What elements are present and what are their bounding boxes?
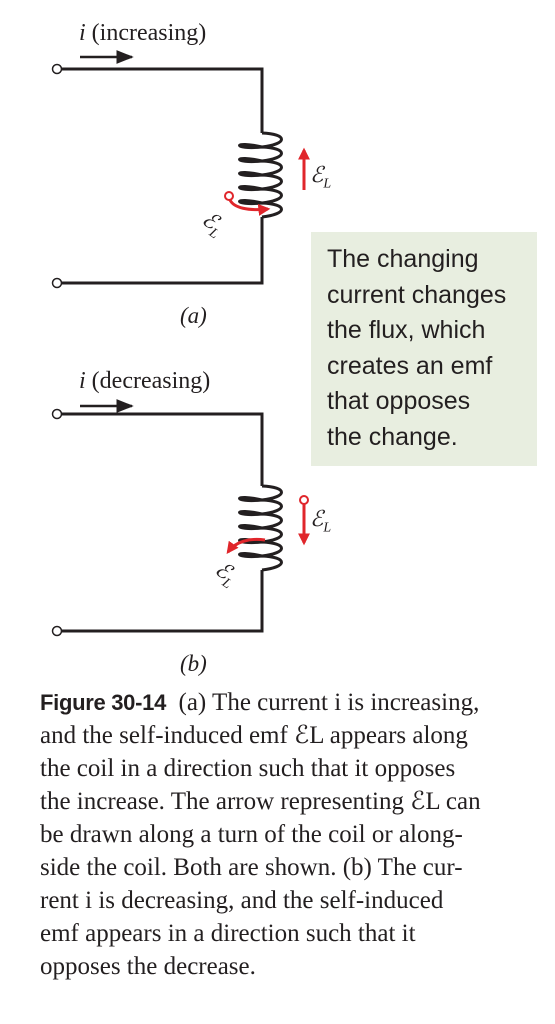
terminal-top-b: [51, 408, 63, 420]
emf-arrow-turn-tail-a: [224, 191, 234, 201]
emf-arrow-turn-b: [226, 537, 266, 554]
wire-bottom-b: [61, 570, 264, 633]
circuit-a: [51, 50, 310, 289]
callout-line: that opposes: [327, 387, 471, 415]
terminal-bottom-a: [51, 277, 63, 289]
current-label-a: i (increasing): [79, 20, 206, 47]
wire-top-b: [61, 412, 264, 486]
emf-subscript: L: [323, 520, 332, 536]
emf-arrow-turn-a: [228, 199, 271, 216]
caption-line: be drawn along a turn of the coil or alo…: [40, 821, 463, 848]
current-text-b: (decreasing): [91, 368, 211, 394]
caption-line: emf appears in a direction such that it: [40, 920, 416, 947]
callout-box: The changing current changes the flux, w…: [311, 232, 537, 466]
emf-label-side-b: ℰL: [310, 506, 331, 536]
figure-label: Figure 30-14: [40, 690, 167, 715]
caption-text: (a) The current i is increasing,: [178, 689, 480, 716]
current-label-b: i (decreasing): [79, 368, 210, 395]
circuit-b: [51, 399, 310, 637]
current-text-a: (increasing): [91, 20, 207, 46]
current-symbol-a: i: [79, 20, 86, 46]
caption-line: opposes the decrease.: [40, 953, 256, 980]
callout-line: the flux, which: [327, 316, 486, 344]
wire-top-a: [61, 67, 264, 133]
wire-bottom-a: [61, 217, 264, 285]
callout-line: current changes: [327, 280, 507, 309]
emf-label-side-a: ℰL: [310, 162, 331, 192]
caption-line: side the coil. Both are shown. (b) The c…: [40, 854, 463, 881]
emf-subscript: L: [323, 176, 332, 192]
terminal-top-a: [51, 63, 63, 75]
terminal-bottom-b: [51, 625, 63, 637]
caption-line: the increase. The arrow representing ℰL …: [40, 788, 481, 815]
callout-line: the change.: [327, 422, 458, 451]
emf-arrow-side-tail-b: [299, 495, 309, 505]
circuit-diagrams: [51, 50, 310, 637]
caption-line: the coil in a direction such that it opp…: [40, 755, 456, 782]
coil-b: [238, 484, 283, 572]
coil-a: [238, 131, 283, 219]
panel-label-b: (b): [180, 651, 207, 676]
caption-line: Figure 30-14 (a) The current i is increa…: [40, 686, 540, 719]
emf-symbol: ℰ: [310, 162, 324, 187]
callout-line: The changing: [327, 245, 479, 273]
panel-label-a: (a): [180, 303, 207, 328]
current-symbol-b: i: [79, 368, 86, 394]
figure-caption: Figure 30-14 (a) The current i is increa…: [40, 686, 540, 983]
emf-symbol: ℰ: [310, 506, 324, 531]
callout-line: creates an emf: [327, 351, 493, 380]
caption-line: and the self-induced emf ℰL appears alon…: [40, 722, 468, 749]
caption-line: rent i is decreasing, and the self-induc…: [40, 887, 444, 914]
